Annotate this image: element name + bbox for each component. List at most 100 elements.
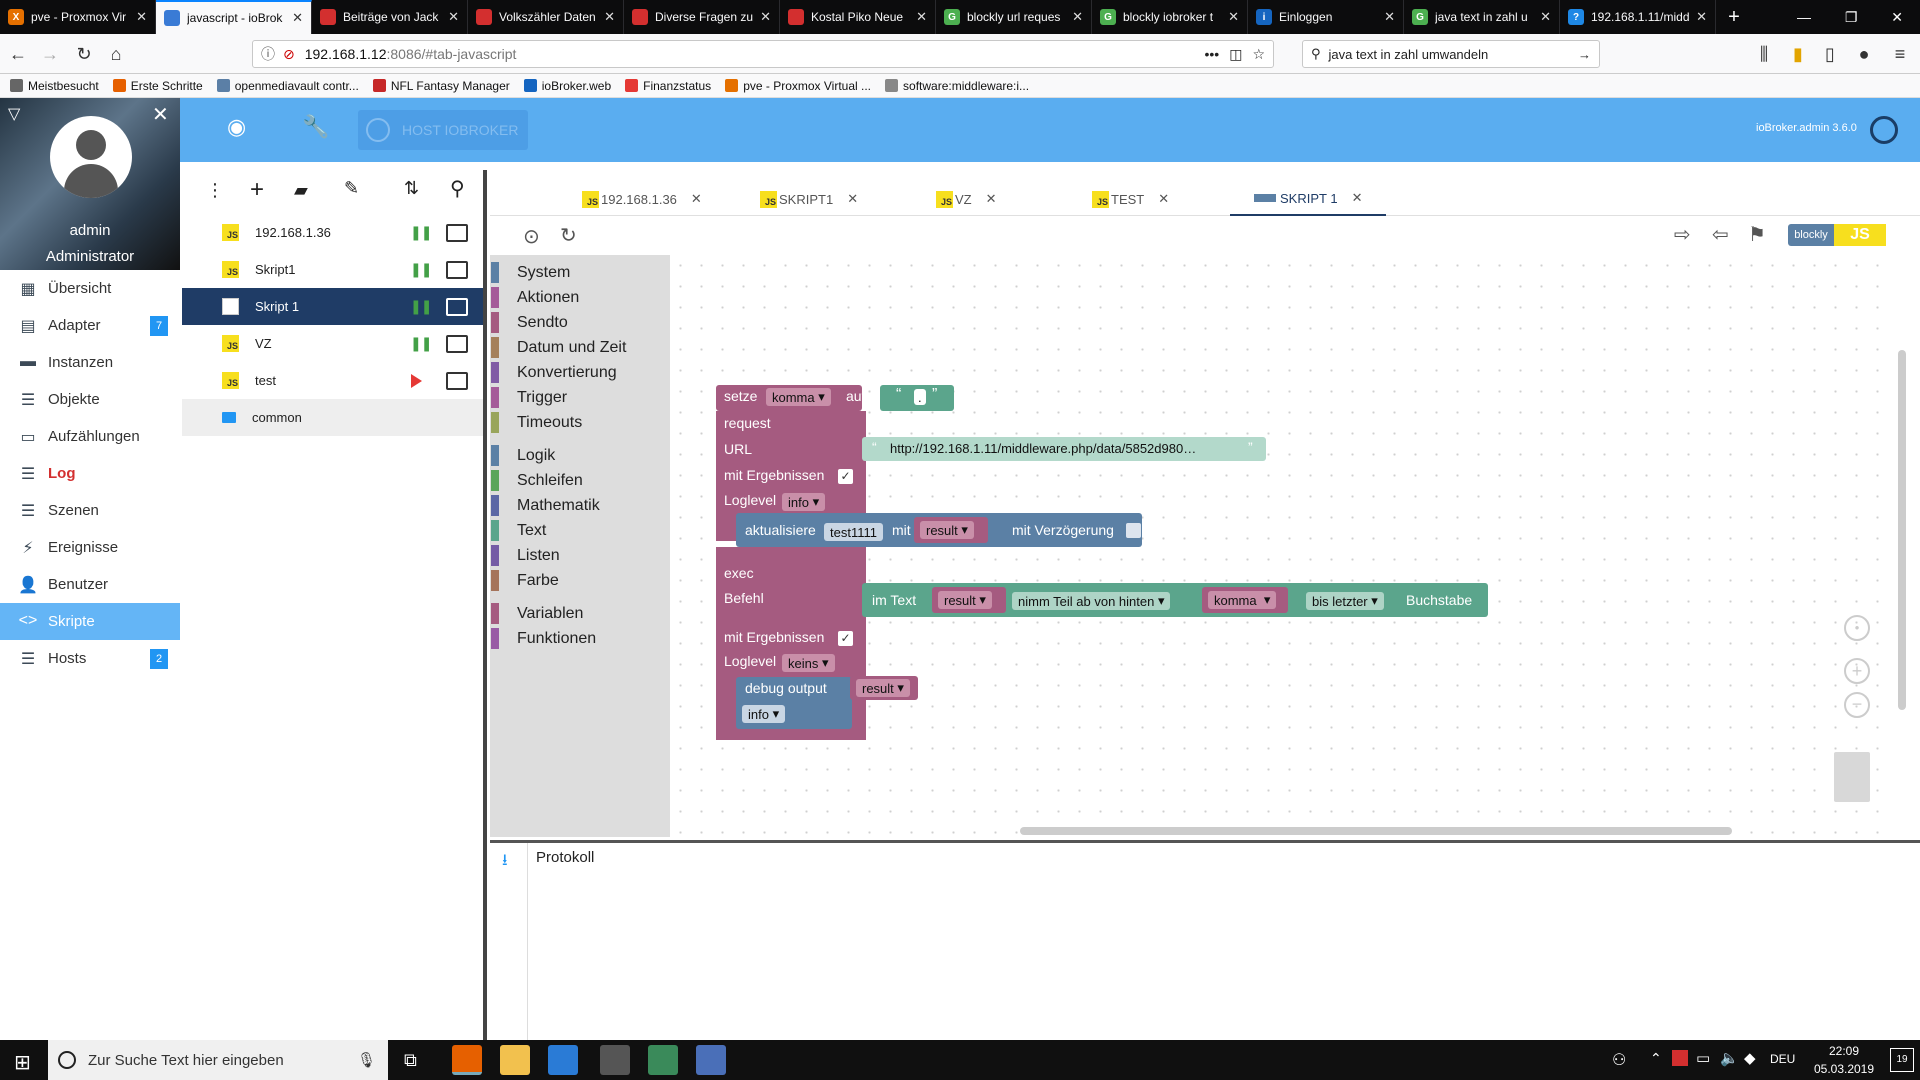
zoom-out-icon[interactable]: − [1844, 692, 1870, 718]
sidebar-item[interactable]: 👤Benutzer [0, 566, 180, 603]
task-view-icon[interactable]: ⧉ [404, 1050, 417, 1070]
variable-dropdown[interactable]: komma ▾ [766, 388, 831, 406]
result-dropdown[interactable]: result ▾ [920, 521, 974, 539]
search-input[interactable]: java text in zahl umwandeln [1328, 46, 1489, 62]
download-log-icon[interactable]: ⭳ [502, 852, 508, 869]
close-window-icon[interactable]: ✕ [1891, 9, 1904, 25]
toolbox-category[interactable]: Logik [490, 443, 670, 468]
loglevel-dropdown[interactable]: info ▾ [782, 493, 826, 511]
trash-icon[interactable] [1834, 752, 1870, 802]
file-explorer-icon[interactable] [500, 1045, 530, 1075]
delay-checkbox[interactable] [1126, 523, 1141, 538]
tree-folder[interactable]: common [182, 399, 483, 436]
play-icon[interactable] [411, 373, 422, 388]
add-icon[interactable]: + [250, 176, 265, 203]
results-checkbox[interactable]: ✓ [838, 469, 853, 484]
close-tab-icon[interactable]: ✕ [1696, 9, 1707, 24]
forward-icon[interactable]: → [41, 44, 59, 64]
close-drawer-icon[interactable]: ✕ [152, 104, 169, 126]
locate-icon[interactable]: ⊙ [523, 226, 540, 248]
menu-icon[interactable]: ≡ [1894, 44, 1906, 64]
network-app-icon[interactable] [648, 1045, 678, 1075]
firefox-icon[interactable] [452, 1045, 482, 1075]
add-folder-icon[interactable]: ▰ [294, 180, 308, 200]
notifications-icon[interactable]: 19 [1890, 1048, 1914, 1072]
sidebar-item[interactable]: ☰Objekte [0, 381, 180, 418]
import-icon[interactable]: ⇦ [1712, 224, 1729, 246]
back-icon[interactable]: ← [9, 44, 27, 64]
url-bar[interactable]: ⓘ ⊘ 192.168.1.12:8086/#tab-javascript ••… [252, 40, 1274, 68]
bookmark-item[interactable]: software:middleware:i... [885, 79, 1029, 93]
browser-tab[interactable]: ?192.168.1.11/midd✕ [1560, 0, 1716, 34]
browser-tab[interactable]: Volkszähler Daten✕ [468, 0, 624, 34]
language-indicator[interactable]: DEU [1770, 1052, 1796, 1066]
komma-dropdown[interactable]: komma ▾ [1208, 591, 1277, 609]
wrench-icon[interactable]: 🔧 [302, 114, 330, 139]
close-tab-icon[interactable]: ✕ [448, 9, 459, 24]
center-workspace-icon[interactable]: • [1844, 615, 1870, 641]
toolbox-category[interactable]: Variablen [490, 601, 670, 626]
url-text-block[interactable] [862, 437, 1266, 461]
toolbox-category[interactable]: Farbe [490, 568, 670, 593]
sidebar-icon[interactable]: ▯ [1825, 44, 1835, 64]
close-tab-icon[interactable]: ✕ [760, 9, 771, 24]
bookmark-item[interactable]: ioBroker.web [523, 79, 611, 93]
browser-tab[interactable]: Beiträge von Jack✕ [312, 0, 468, 34]
result-dropdown-3[interactable]: result ▾ [856, 679, 910, 697]
bookmark-item[interactable]: Finanzstatus [625, 79, 711, 93]
host-button[interactable]: HOST IOBROKER [358, 110, 528, 150]
close-tab-icon[interactable]: ✕ [292, 10, 303, 25]
new-tab-icon[interactable]: + [1728, 6, 1740, 28]
toolbox-category[interactable]: Konvertierung [490, 360, 670, 385]
bookmark-item[interactable]: openmediavault contr... [216, 79, 359, 93]
sidebar-item[interactable]: ⚡Ereignisse [0, 529, 180, 566]
export-icon[interactable]: ⇨ [1674, 224, 1691, 246]
url-value-field[interactable]: http://192.168.1.11/middleware.php/data/… [890, 441, 1197, 456]
page-actions-icon[interactable]: ••• [1204, 46, 1220, 62]
edit-icon[interactable]: ✎ [344, 178, 360, 198]
tree-script-item[interactable]: Skript 1❚❚ [182, 288, 483, 325]
text-value-field[interactable]: . [914, 389, 926, 405]
results-checkbox-2[interactable]: ✓ [838, 631, 853, 646]
bookmark-item[interactable]: Erste Schritte [112, 79, 203, 93]
toolbox-category[interactable]: Listen [490, 543, 670, 568]
close-tab-icon[interactable]: ✕ [1540, 9, 1551, 24]
editor-tab[interactable]: SKRIPT 1✕ [1230, 182, 1387, 216]
app-logo-icon[interactable]: ▽ [8, 106, 21, 123]
sidebar-item[interactable]: ▦Übersicht [0, 270, 180, 307]
window-controls[interactable]: —❐✕ [1780, 0, 1920, 34]
go-arrow-icon[interactable]: → [1578, 46, 1591, 62]
clock-date[interactable]: 05.03.2019 [1813, 1062, 1875, 1076]
browser-tab[interactable]: Diverse Fragen zu✕ [624, 0, 780, 34]
toolbox-category[interactable]: Mathematik [490, 493, 670, 518]
close-tab-icon[interactable]: ✕ [916, 9, 927, 24]
sort-icon[interactable]: ⇅ [404, 178, 420, 198]
pause-icon[interactable]: ❚❚ [410, 298, 432, 314]
reload-icon[interactable]: ↻ [76, 44, 92, 64]
toolbox-category[interactable]: Trigger [490, 385, 670, 410]
eye-icon[interactable]: ◉ [227, 114, 247, 139]
toolbox-category[interactable]: Text [490, 518, 670, 543]
people-icon[interactable]: ⚇ [1612, 1052, 1627, 1069]
library-icon[interactable]: ⫼ [1759, 44, 1769, 64]
bookmark-item[interactable]: NFL Fantasy Manager [372, 79, 510, 93]
close-tab-icon[interactable]: ✕ [136, 9, 147, 24]
close-editor-tab-icon[interactable]: ✕ [1158, 191, 1170, 206]
toolbox-category[interactable]: Schleifen [490, 468, 670, 493]
browser-search-bar[interactable]: ⚲ java text in zahl umwandeln → [1302, 40, 1600, 68]
close-tab-icon[interactable]: ✕ [604, 9, 615, 24]
export-script-icon[interactable] [446, 371, 468, 390]
info-icon[interactable]: ⓘ [261, 46, 275, 62]
export-script-icon[interactable] [446, 260, 468, 279]
display-icon[interactable]: ▭ [1696, 1050, 1711, 1067]
close-tab-icon[interactable]: ✕ [1072, 9, 1083, 24]
